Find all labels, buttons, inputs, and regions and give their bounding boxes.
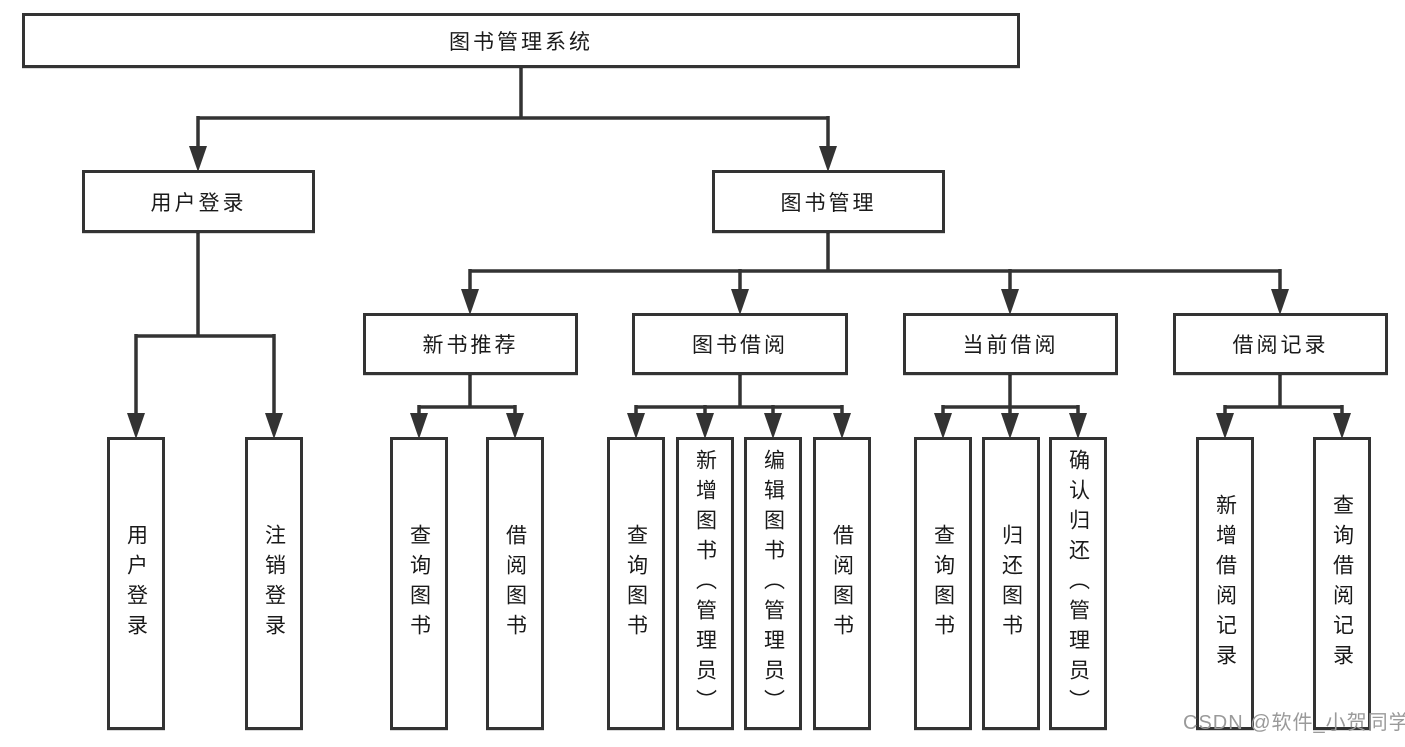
node-label: 查询图书	[931, 523, 955, 644]
node-label: 借阅图书	[503, 523, 527, 644]
node-label: 新书推荐	[422, 334, 519, 357]
node-label: 注销登录	[262, 523, 286, 644]
node-label: 用户登录	[150, 191, 247, 215]
arrow-down-icon	[764, 413, 782, 439]
arrow-down-icon	[833, 413, 851, 439]
node-current-borrow: 当前借阅	[903, 313, 1118, 375]
node-borrow-records: 借阅记录	[1173, 313, 1388, 375]
node-label: 图书管理系统	[449, 30, 593, 54]
node-label: 借阅记录	[1232, 334, 1329, 357]
leaf-add-books-admin: 新增图书（管理员）	[676, 437, 734, 730]
leaf-return-books: 归还图书	[982, 437, 1040, 730]
node-book-management: 图书管理	[712, 170, 945, 233]
leaf-user-login: 用户登录	[107, 437, 165, 730]
node-label: 图书借阅	[692, 334, 788, 357]
node-label: 当前借阅	[962, 334, 1059, 357]
arrow-down-icon	[696, 413, 714, 439]
leaf-query-borrow-record: 查询借阅记录	[1313, 437, 1371, 730]
leaf-query-books-borrow: 查询图书	[607, 437, 665, 730]
arrow-down-icon	[461, 289, 479, 315]
leaf-add-borrow-record: 新增借阅记录	[1196, 437, 1254, 730]
leaf-edit-books-admin: 编辑图书（管理员）	[744, 437, 802, 730]
leaf-borrow-books: 借阅图书	[813, 437, 871, 730]
leaf-query-books-current: 查询图书	[914, 437, 972, 730]
arrow-down-icon	[731, 289, 749, 315]
leaf-confirm-return-admin: 确认归还（管理员）	[1049, 437, 1107, 730]
leaf-logout: 注销登录	[245, 437, 303, 730]
arrow-down-icon	[1333, 413, 1351, 439]
node-label: 查询图书	[624, 523, 648, 644]
arrow-down-icon	[410, 413, 428, 439]
node-root-system: 图书管理系统	[22, 13, 1020, 68]
arrow-down-icon	[934, 413, 952, 439]
node-label: 确认归还（管理员）	[1066, 448, 1090, 719]
arrow-down-icon	[1069, 413, 1087, 439]
arrow-down-icon	[1001, 413, 1019, 439]
arrow-down-icon	[265, 413, 283, 439]
node-book-borrow: 图书借阅	[632, 313, 848, 375]
node-label: 新增借阅记录	[1213, 493, 1237, 674]
arrow-down-icon	[1271, 289, 1289, 315]
arrow-down-icon	[1216, 413, 1234, 439]
arrow-down-icon	[819, 146, 837, 172]
node-label: 查询图书	[407, 523, 431, 644]
arrow-down-icon	[127, 413, 145, 439]
arrow-down-icon	[189, 146, 207, 172]
csdn-watermark: CSDN @软件_小贺同学	[1183, 712, 1405, 734]
node-label: 图书管理	[780, 191, 877, 215]
node-label: 用户登录	[124, 523, 148, 644]
node-new-book-recommend: 新书推荐	[363, 313, 578, 375]
leaf-query-books-recommend: 查询图书	[390, 437, 448, 730]
node-label: 编辑图书（管理员）	[761, 448, 785, 719]
leaf-borrow-books-recommend: 借阅图书	[486, 437, 544, 730]
node-label: 归还图书	[999, 523, 1023, 644]
node-label: 借阅图书	[830, 523, 854, 644]
arrow-down-icon	[1001, 289, 1019, 315]
node-label: 新增图书（管理员）	[693, 448, 717, 719]
arrow-down-icon	[627, 413, 645, 439]
node-label: 查询借阅记录	[1330, 493, 1354, 674]
arrow-down-icon	[506, 413, 524, 439]
node-user-login: 用户登录	[82, 170, 315, 233]
